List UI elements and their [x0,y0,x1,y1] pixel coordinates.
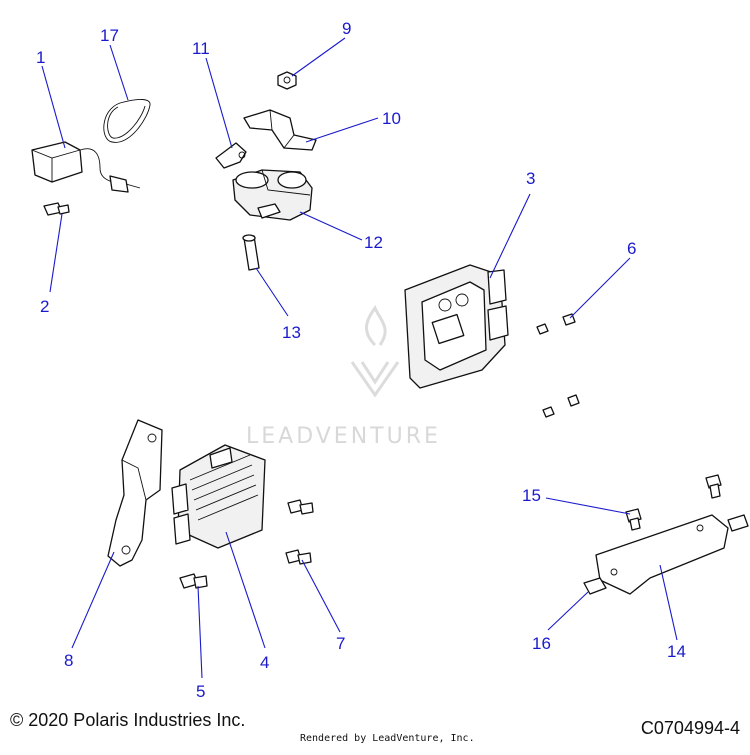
part-5-bolt [179,573,208,589]
leader-14 [659,564,678,641]
leader-16 [547,591,589,631]
callout-6: 6 [627,239,636,258]
part-6-screws [536,313,580,418]
leader-lines [41,37,678,679]
callout-15: 15 [522,486,541,505]
callout-7: 7 [336,634,345,653]
watermark-text: LEADVENTURE [246,424,441,449]
leader-8 [71,551,115,649]
part-12-ignition-coil [232,169,313,221]
leader-6 [569,257,631,319]
leader-11 [205,57,233,149]
part-2-bolt [43,202,70,216]
part-13-bolt [242,234,260,271]
part-16-clips [583,514,749,595]
callout-12: 12 [364,233,383,252]
leader-1 [41,65,66,149]
copyright-text: © 2020 Polaris Industries Inc. [10,710,246,730]
leader-12 [299,211,363,241]
leader-17 [109,44,129,101]
leader-9 [291,37,346,77]
part-17-cable-tie [103,99,151,143]
leader-3 [489,193,531,279]
part-10-bracket [243,109,317,151]
part-4-regulator [171,444,266,549]
callout-16: 16 [532,634,551,653]
leader-13 [255,267,289,317]
callout-13: 13 [282,323,301,342]
callout-2: 2 [40,297,49,316]
callout-3: 3 [526,169,535,188]
leadventure-watermark: LEADVENTURE [246,304,441,449]
callout-17: 17 [100,26,119,45]
leader-5 [197,585,203,679]
callout-10: 10 [382,109,401,128]
leader-7 [301,559,341,633]
callout-9: 9 [342,19,351,38]
part-3-ecu [404,264,509,389]
rendered-by-text: Rendered by LeadVenture, Inc. [300,733,475,744]
part-15-bolts [625,474,722,531]
callout-4: 4 [260,653,269,672]
leader-15 [545,497,631,515]
part-7-bolts [285,499,314,565]
part-14-plate [595,514,729,595]
leader-10 [305,117,379,143]
callout-5: 5 [196,682,205,701]
callout-11: 11 [192,39,210,58]
leader-4 [225,531,266,649]
callout-8: 8 [64,651,73,670]
callout-1: 1 [36,48,45,67]
callout-labels: 1 2 3 4 5 6 7 8 9 10 11 12 13 14 15 16 1… [36,19,686,701]
callout-14: 14 [667,642,686,661]
diagram-code: C0704994-4 [640,718,740,738]
part-1-relay [31,141,141,193]
part-11-bracket [215,142,247,169]
leader-2 [49,213,63,293]
part-8-mounting-plate [107,419,163,567]
part-9-nut [277,71,297,90]
